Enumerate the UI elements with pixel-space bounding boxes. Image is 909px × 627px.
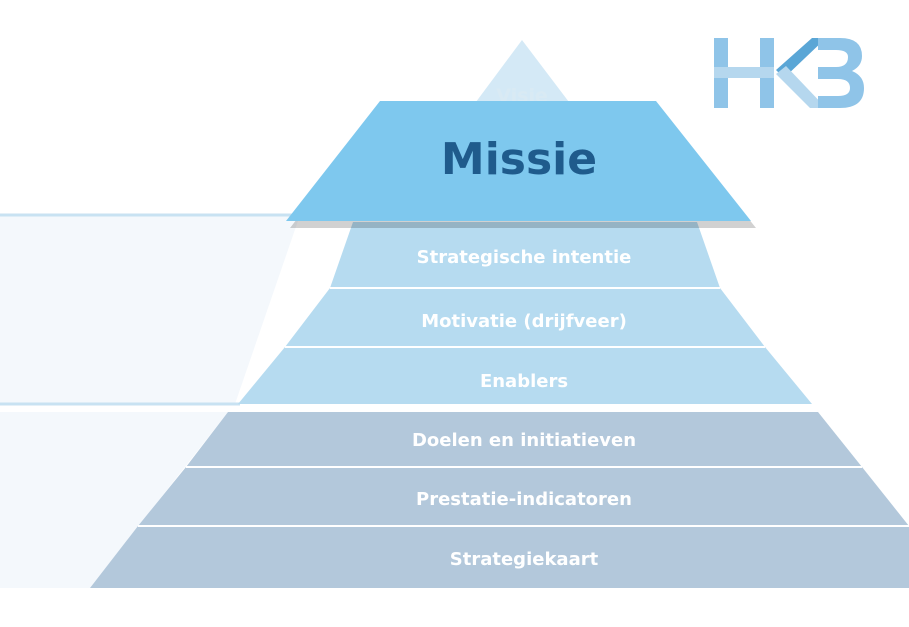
pyramid-layer-motivatie: [285, 288, 765, 347]
pyramid-layer-strategische-intentie: [330, 222, 720, 288]
logo-k-upper: [776, 38, 826, 78]
pyramid-label-motivatie: Motivatie (drijfveer): [421, 311, 627, 332]
pyramid-label-missie: Missie: [441, 134, 597, 185]
logo-k-lower: [776, 66, 826, 108]
pyramid-middle-section: Strategische intentie Motivatie (drijfve…: [238, 222, 812, 404]
pyramid-label-enablers: Enablers: [480, 371, 568, 392]
pyramid-layer-enablers: [238, 347, 812, 404]
hkb-logo: [714, 38, 864, 108]
pyramid-label-prestatie: Prestatie-indicatoren: [416, 489, 632, 510]
pyramid-highlight-missie: [286, 101, 751, 221]
pyramid-bottom-section: Doelen en initiatieven Prestatie-indicat…: [90, 412, 909, 588]
logo-b: [818, 38, 864, 108]
side-panel-upper: [0, 215, 300, 404]
pyramid-label-doelen: Doelen en initiatieven: [412, 430, 636, 451]
side-panel-lower: [0, 412, 228, 588]
pyramid-label-strategiekaart: Strategiekaart: [450, 549, 599, 570]
pyramid-layer-doelen: [186, 412, 862, 467]
pyramid-label-strategische-intentie: Strategische intentie: [417, 247, 632, 268]
pyramid-top-visie: [470, 40, 575, 110]
pyramid-layer-strategiekaart: [90, 526, 909, 588]
pyramid-layer-prestatie: [138, 467, 909, 526]
logo-h-bar: [714, 67, 774, 78]
